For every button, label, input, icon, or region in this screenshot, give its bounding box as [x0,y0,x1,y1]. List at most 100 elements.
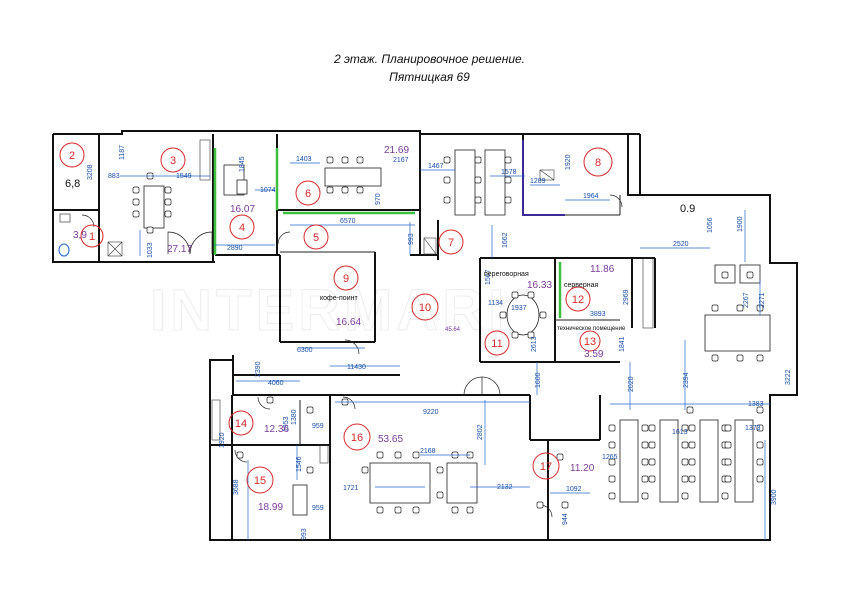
chair [412,451,420,459]
outer-walls [52,130,798,541]
svg-text:4: 4 [239,222,245,234]
room-2-area: 6,8 [65,178,80,190]
chair [736,354,744,362]
room-markers: 1 2 3 4 5 6 7 8 9 10 11 12 13 14 15 16 1… [59,142,613,494]
room-8-partition [522,140,565,216]
room-17-area: 11.20 [570,463,595,474]
chair [236,451,244,459]
room-1-area: 3,9 [73,230,87,241]
chair [527,331,535,339]
chair [756,354,764,362]
chair [146,226,154,234]
dim-6300: 6300 [297,347,313,354]
dim-3222: 3222 [785,369,792,385]
dim-1380: 1380 [291,409,298,425]
room-6-marker: 6 [295,180,321,206]
chair [536,501,544,509]
chair [641,458,649,466]
chair [376,451,384,459]
dim-2613: 2613 [531,336,538,352]
svg-text:6: 6 [305,188,311,200]
dim-3208: 3208 [87,164,94,180]
chair [511,331,519,339]
room-10-area: 45.64 [445,327,461,333]
dim-993-b: 993 [301,528,308,540]
dim-1567: 1567 [485,269,492,285]
chair [648,441,656,449]
chair [443,156,451,164]
room-2-marker: 2 [59,142,85,168]
chair [648,475,656,483]
room-1-marker: 1 [80,224,104,248]
dim-1033: 1033 [147,242,154,258]
dim-1662: 1662 [502,232,509,248]
chair [681,492,689,500]
room-4-marker: 4 [229,214,255,240]
dim-2020: 2020 [628,376,635,392]
room-4-area: 16.07 [230,204,255,215]
plan-address: Пятницкая 69 [389,70,470,84]
dim-2271: 2271 [759,292,766,308]
dim-1546: 1546 [296,456,303,472]
chair [641,441,649,449]
svg-text:8: 8 [595,157,601,169]
svg-text:9: 9 [343,273,349,285]
chair [688,458,696,466]
chair [746,271,754,279]
svg-text:13: 13 [584,336,596,348]
dim-959-upper: 959 [312,423,324,430]
room-9-area: 16.64 [336,317,361,328]
window-hatches [107,139,654,464]
room-9-label: кофе-поинт [320,295,358,302]
chair [724,441,732,449]
chair [724,424,732,432]
dim-1900: 1900 [737,216,744,232]
dim-883: 883 [108,173,120,180]
chair [556,453,564,461]
dim-4060: 4060 [268,380,284,387]
svg-text:5: 5 [313,232,319,244]
room-14-marker: 14 [228,410,254,436]
chair [326,156,334,164]
chair [504,196,512,204]
svg-text:1: 1 [89,231,95,243]
room-17-marker: 17 [532,452,560,480]
room-12-label: серверная [564,282,598,289]
room-8-marker: 8 [583,147,613,177]
chair [688,441,696,449]
dim-2520: 2520 [673,241,689,248]
dim-1937: 1937 [511,305,527,312]
chair [164,210,172,218]
chair [412,506,420,514]
dim-3900: 3900 [771,489,778,505]
chair [132,198,140,206]
dim-9220: 9220 [423,409,439,416]
dim-2168: 2168 [420,448,436,455]
chair [721,492,729,500]
chair [711,354,719,362]
dim-1578: 1578 [501,169,517,176]
dim-970: 970 [375,193,382,205]
chair [756,424,764,432]
chair [641,424,649,432]
dim-1383: 1383 [748,401,764,408]
chair [266,396,274,404]
dim-2969: 2969 [623,289,630,305]
dim-993: 993 [408,233,415,245]
room-11-marker: 11 [484,330,510,356]
chair [681,441,689,449]
chair [451,506,459,514]
dim-1467: 1467 [428,163,444,170]
chairs [132,156,764,514]
chair [474,196,482,204]
chair [474,176,482,184]
room-12-area: 11.86 [590,264,615,275]
room-11-area: 16.33 [527,280,552,291]
chair [504,156,512,164]
dim-944: 944 [562,513,569,525]
chair [511,291,519,299]
chair [756,441,764,449]
chair [681,424,689,432]
chair [681,475,689,483]
